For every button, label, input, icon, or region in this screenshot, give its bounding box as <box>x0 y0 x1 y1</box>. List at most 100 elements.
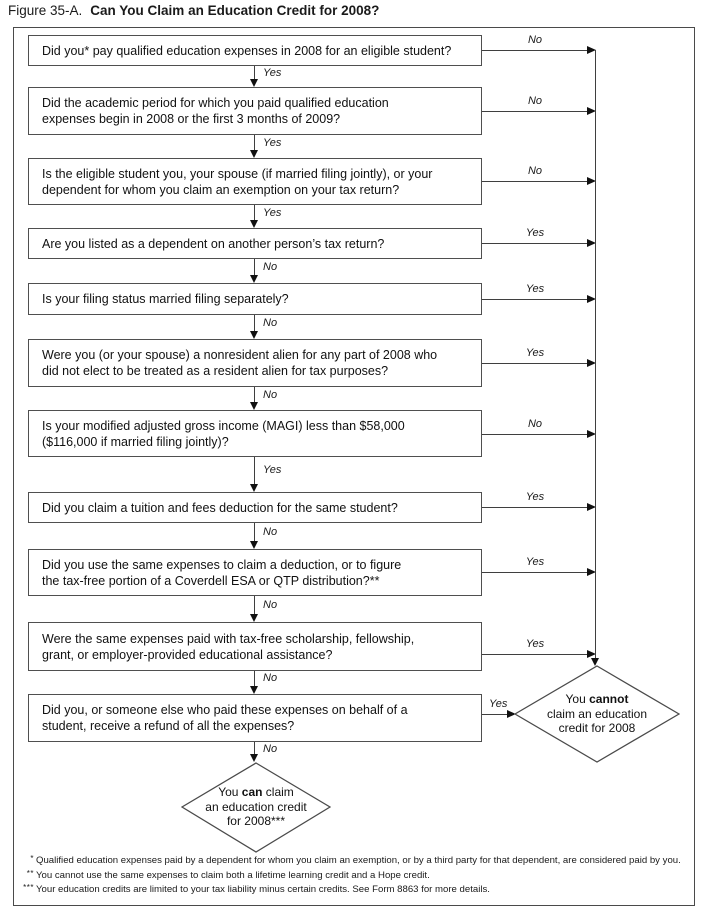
down-arrow-line-11 <box>254 742 255 754</box>
down-label-2: Yes <box>263 137 282 149</box>
question-text: Did you, or someone else who paid these … <box>42 703 408 733</box>
down-arrowhead-icon <box>250 79 258 87</box>
question-text: Were the same expenses paid with tax-fre… <box>42 631 415 662</box>
question-box-10: Were the same expenses paid with tax-fre… <box>28 622 482 671</box>
figure-heading: Can You Claim an Education Credit for 20… <box>90 3 380 18</box>
right-arrow-line-5 <box>482 299 588 300</box>
footnote-1: * Qualified education expenses paid by a… <box>20 854 692 866</box>
question-box-7: Is your modified adjusted gross income (… <box>28 410 482 457</box>
down-label-9: No <box>263 599 278 611</box>
outcome-cannot: You cannot claim an education credit for… <box>524 670 670 758</box>
down-arrow-line-6 <box>254 387 255 402</box>
question-box-1: Did you* pay qualified education expense… <box>28 35 482 66</box>
question-text: Did you use the same expenses to claim a… <box>42 557 402 588</box>
outcome-cannot-line2: claim an education <box>546 706 648 721</box>
down-arrowhead-icon <box>250 541 258 549</box>
trunk-line <box>595 50 596 659</box>
right-arrow-line-9 <box>482 572 588 573</box>
down-arrowhead-icon <box>591 658 599 666</box>
down-arrowhead-icon <box>250 686 258 694</box>
footnote-text: Qualified education expenses paid by a d… <box>36 855 681 866</box>
question-text: Is your filing status married filing sep… <box>42 292 289 306</box>
right-label-8: Yes <box>525 491 545 503</box>
down-arrow-line-1 <box>254 66 255 80</box>
right-label-7: No <box>527 418 543 430</box>
figure-title: Figure 35-A. Can You Claim an Education C… <box>8 3 379 18</box>
right-arrow-line-2 <box>482 111 588 112</box>
right-arrow-line-7 <box>482 434 588 435</box>
right-arrow-line-1 <box>482 50 588 51</box>
question-text: Did the academic period for which you pa… <box>42 96 389 126</box>
right-arrowhead-icon <box>587 429 596 438</box>
question-text: Is the eligible student you, your spouse… <box>42 166 433 197</box>
down-arrowhead-icon <box>250 484 258 492</box>
question-text: Are you listed as a dependent on another… <box>42 236 385 251</box>
question-text: Did you* pay qualified education expense… <box>42 43 452 58</box>
right-arrow-line-3 <box>482 181 588 182</box>
footnote-3: *** Your education credits are limited t… <box>20 883 692 895</box>
down-label-6: No <box>263 389 278 401</box>
question-box-11: Did you, or someone else who paid these … <box>28 694 482 742</box>
down-arrow-line-3 <box>254 205 255 220</box>
down-arrowhead-icon <box>250 275 258 283</box>
down-label-1: Yes <box>263 67 282 79</box>
question-text: Were you (or your spouse) a nonresident … <box>42 348 438 378</box>
down-arrow-line-7 <box>254 457 255 484</box>
right-arrowhead-icon <box>587 567 596 576</box>
footnote-text: You cannot use the same expenses to clai… <box>36 869 430 881</box>
right-label-3: No <box>527 165 543 177</box>
right-label-1: No <box>527 34 543 46</box>
right-arrow-line-10 <box>482 654 588 655</box>
down-arrowhead-icon <box>250 614 258 622</box>
question-box-8: Did you claim a tuition and fees deducti… <box>28 492 482 523</box>
question-text: Did you claim a tuition and fees deducti… <box>42 500 398 515</box>
outcome-can-line2: an education credit <box>205 799 307 814</box>
down-label-5: No <box>263 317 278 329</box>
question-box-6: Were you (or your spouse) a nonresident … <box>28 339 482 387</box>
down-label-3: Yes <box>263 207 282 219</box>
right-arrowhead-icon <box>587 176 596 185</box>
question-box-4: Are you listed as a dependent on another… <box>28 228 482 259</box>
down-arrowhead-icon <box>250 220 258 228</box>
down-arrowhead-icon <box>250 331 258 339</box>
footnotes: * Qualified education expenses paid by a… <box>20 854 692 899</box>
right-arrow-line-6 <box>482 363 588 364</box>
right-arrowhead-icon <box>507 709 516 718</box>
footnote-marker: *** <box>23 883 34 892</box>
question-box-3: Is the eligible student you, your spouse… <box>28 158 482 205</box>
down-arrow-line-5 <box>254 315 255 331</box>
down-label-10: No <box>263 672 278 684</box>
right-label-4: Yes <box>525 227 545 239</box>
right-arrowhead-icon <box>587 358 596 367</box>
down-arrow-line-8 <box>254 523 255 541</box>
down-label-8: No <box>263 526 278 538</box>
footnote-marker: ** <box>26 868 34 878</box>
right-label-9: Yes <box>525 556 545 568</box>
question-box-5: Is your filing status married filing sep… <box>28 283 482 315</box>
outcome-can-line1: You can claim <box>218 785 294 800</box>
question-box-9: Did you use the same expenses to claim a… <box>28 549 482 596</box>
down-arrow-line-10 <box>254 671 255 686</box>
down-arrow-line-9 <box>254 596 255 614</box>
down-arrowhead-icon <box>250 150 258 158</box>
right-label-5: Yes <box>525 283 545 295</box>
down-label-7: Yes <box>263 464 282 476</box>
down-arrow-line-2 <box>254 135 255 150</box>
outcome-cannot-line1: You cannot <box>565 692 629 707</box>
question-box-2: Did the academic period for which you pa… <box>28 87 482 135</box>
right-arrow-line-4 <box>482 243 588 244</box>
right-label-2: No <box>527 95 543 107</box>
right-arrowhead-icon <box>587 238 596 247</box>
right-label-11: Yes <box>489 698 508 710</box>
outcome-can: You can claim an education credit for 20… <box>191 766 321 848</box>
figure-number: Figure 35-A. <box>8 3 83 18</box>
right-arrowhead-icon <box>587 106 596 115</box>
right-arrowhead-icon <box>587 294 596 303</box>
right-arrowhead-icon <box>587 649 596 658</box>
right-label-10: Yes <box>525 638 545 650</box>
right-arrow-line-8 <box>482 507 588 508</box>
down-arrowhead-icon <box>250 754 258 762</box>
down-label-4: No <box>263 261 278 273</box>
footnote-marker: * <box>30 854 34 863</box>
